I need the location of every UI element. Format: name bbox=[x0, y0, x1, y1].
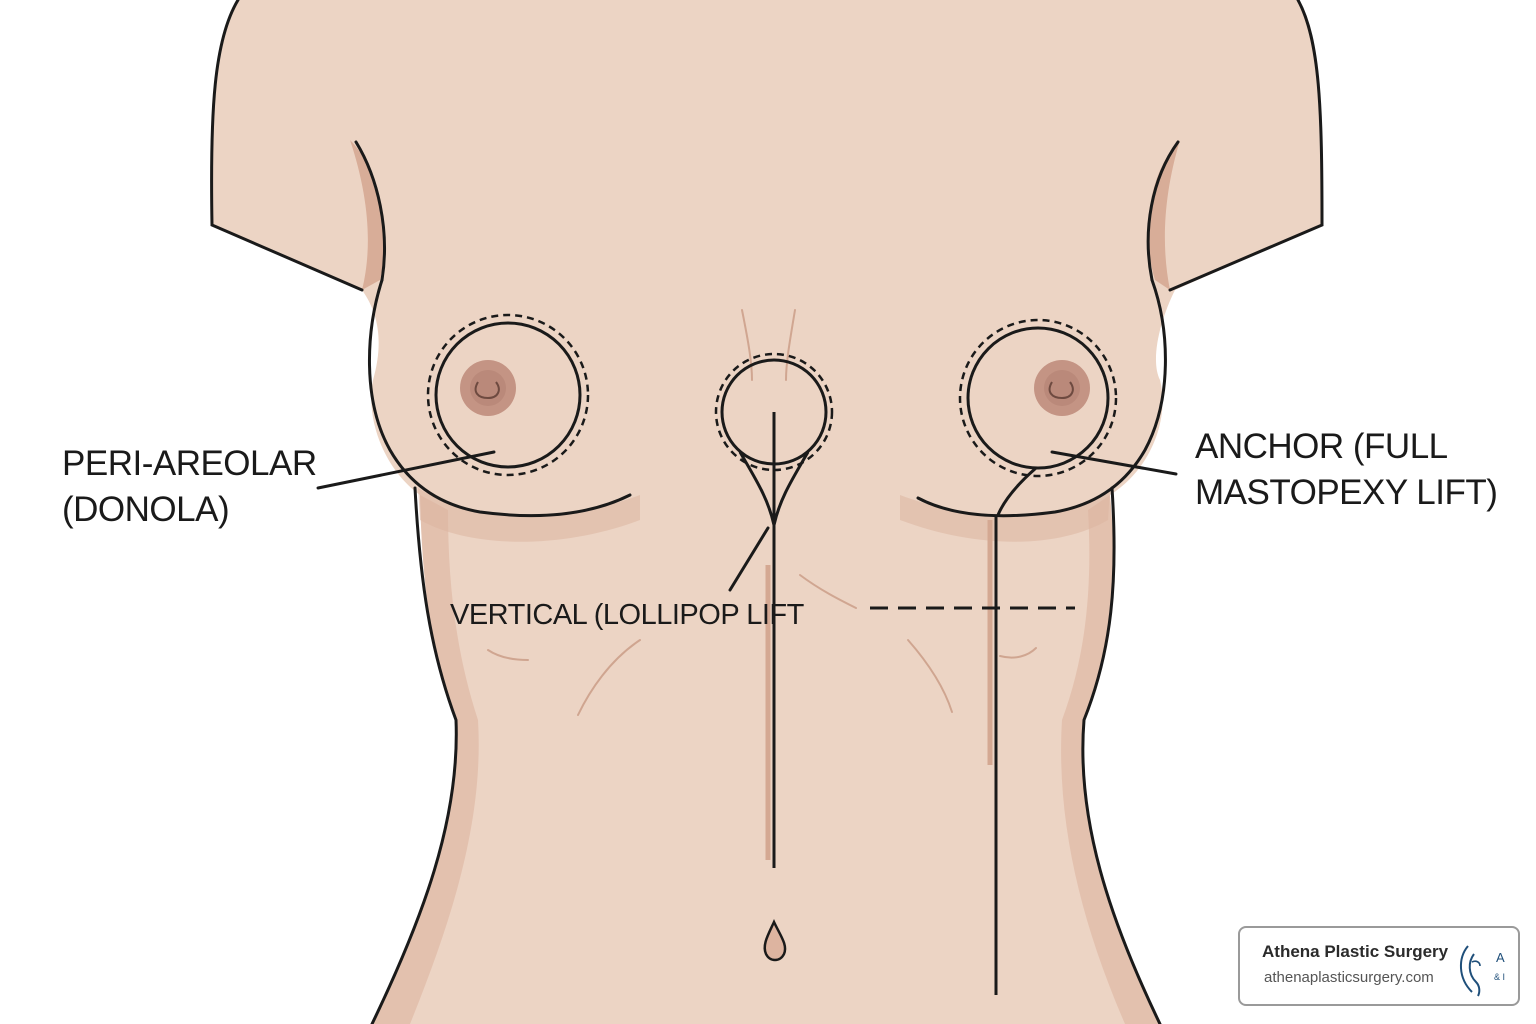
left-breast-shadow bbox=[418, 488, 640, 542]
vertical-lollipop-label: VERTICAL (LOLLIPOP LIFT bbox=[450, 599, 804, 631]
anchor-label: ANCHOR (FULL MASTOPEXY LIFT) bbox=[1195, 424, 1498, 516]
rib-line-left-short bbox=[487, 649, 529, 661]
vertical-leader bbox=[728, 526, 770, 592]
anchor-circle-incision bbox=[966, 326, 1110, 470]
rib-line-right bbox=[907, 639, 953, 713]
right-side-shadow bbox=[1061, 495, 1160, 1024]
anchor-label-line2: MASTOPEXY LIFT) bbox=[1195, 473, 1498, 512]
navel bbox=[763, 919, 787, 962]
peri-areolar-incision bbox=[434, 321, 582, 469]
right-nipple bbox=[1048, 381, 1074, 400]
peri-areolar-label-line2: (DONOLA) bbox=[62, 490, 230, 529]
peri-areolar-label-line1: PERI-AREOLAR bbox=[62, 444, 317, 483]
anchor-label-line1: ANCHOR (FULL bbox=[1195, 427, 1448, 466]
peri-areolar-dashed bbox=[426, 313, 590, 477]
right-areola-inner bbox=[1044, 370, 1080, 406]
left-arm-crease bbox=[354, 140, 386, 282]
left-armpit bbox=[350, 140, 385, 290]
left-side-shadow bbox=[372, 495, 479, 1024]
rib-line-right-short bbox=[999, 647, 1037, 659]
right-shoulder-outline bbox=[1168, 0, 1324, 292]
logo-name: Athena Plastic Surgery bbox=[1262, 942, 1449, 961]
peri-areolar-leader bbox=[316, 450, 496, 490]
left-waist-outline bbox=[370, 486, 458, 1024]
athena-logo-icon: A & I bbox=[1460, 945, 1505, 997]
anchor-leader bbox=[1050, 450, 1178, 476]
peri-areolar-label: PERI-AREOLAR (DONOLA) bbox=[62, 441, 317, 533]
rib-line-left bbox=[577, 639, 641, 716]
right-waist-outline bbox=[1081, 486, 1162, 1024]
anchor-circle-dashed bbox=[958, 318, 1118, 478]
torso-silhouette bbox=[211, 0, 1322, 1024]
logo-mark-letter-a: A bbox=[1496, 950, 1505, 965]
logo-card: Athena Plastic Surgery athenaplasticsurg… bbox=[1238, 926, 1520, 1006]
chest-line-center bbox=[799, 574, 857, 609]
cleavage-line-left bbox=[741, 309, 753, 381]
anchor-stem bbox=[996, 466, 1037, 516]
left-shoulder-outline bbox=[210, 0, 364, 292]
right-armpit bbox=[1148, 140, 1180, 290]
left-areola-inner bbox=[470, 370, 506, 406]
logo-mark-letters-bottom: & I bbox=[1494, 972, 1505, 982]
logo-url: athenaplasticsurgery.com bbox=[1264, 969, 1434, 986]
right-arm-crease bbox=[1146, 140, 1180, 282]
cleavage-line-right bbox=[785, 309, 796, 381]
left-nipple bbox=[474, 381, 500, 400]
left-breast-outline bbox=[368, 278, 632, 518]
right-breast-outline bbox=[916, 278, 1167, 518]
